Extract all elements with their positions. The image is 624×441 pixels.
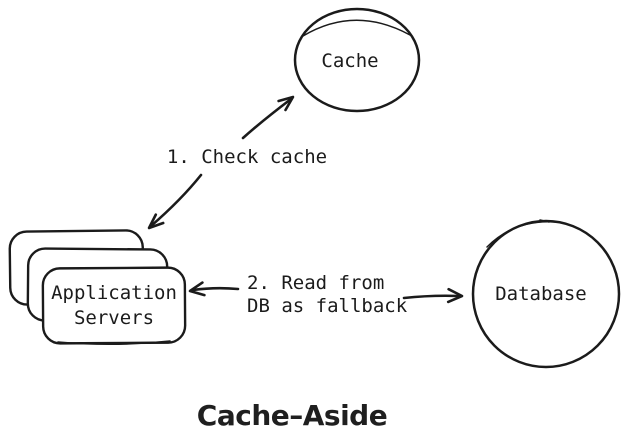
- edge-read-db-label-line1: 2. Read from: [247, 272, 384, 294]
- app-servers-label-line2: Servers: [74, 307, 154, 329]
- cache-ellipse-overstroke: [302, 19, 411, 37]
- edge-read-db-line-left: [191, 286, 240, 292]
- arrowhead-to-database-icon: [446, 287, 464, 304]
- app-servers-label-line1: Application: [51, 282, 177, 304]
- database-circle-overstroke: [486, 220, 557, 248]
- app-servers-node: Application Servers: [8, 229, 187, 346]
- edge-check-cache: 1. Check cache: [147, 95, 327, 230]
- arrowhead-to-app-servers-left-icon: [188, 281, 206, 297]
- edge-check-cache-line-lower: [149, 173, 203, 228]
- database-node: Database: [471, 219, 621, 369]
- database-circle-tick: [539, 219, 550, 223]
- cache-node: Cache: [293, 7, 421, 113]
- app-servers-rect-front: [41, 266, 187, 345]
- database-label: Database: [495, 283, 587, 305]
- cache-ellipse: [293, 7, 421, 113]
- arrowhead-to-app-servers-icon: [147, 213, 165, 230]
- diagram-title: Cache–Aside: [197, 399, 387, 432]
- edge-check-cache-line-upper: [241, 97, 293, 140]
- app-servers-rect-overstroke: [57, 340, 171, 346]
- arrowhead-to-cache-icon: [277, 95, 295, 112]
- cache-label: Cache: [321, 50, 378, 72]
- edge-read-db-label-line2: DB as fallback: [247, 295, 408, 317]
- edge-read-db-line-right: [402, 294, 461, 300]
- edge-read-db: 2. Read from DB as fallback: [188, 272, 464, 317]
- edge-check-cache-label: 1. Check cache: [167, 146, 327, 168]
